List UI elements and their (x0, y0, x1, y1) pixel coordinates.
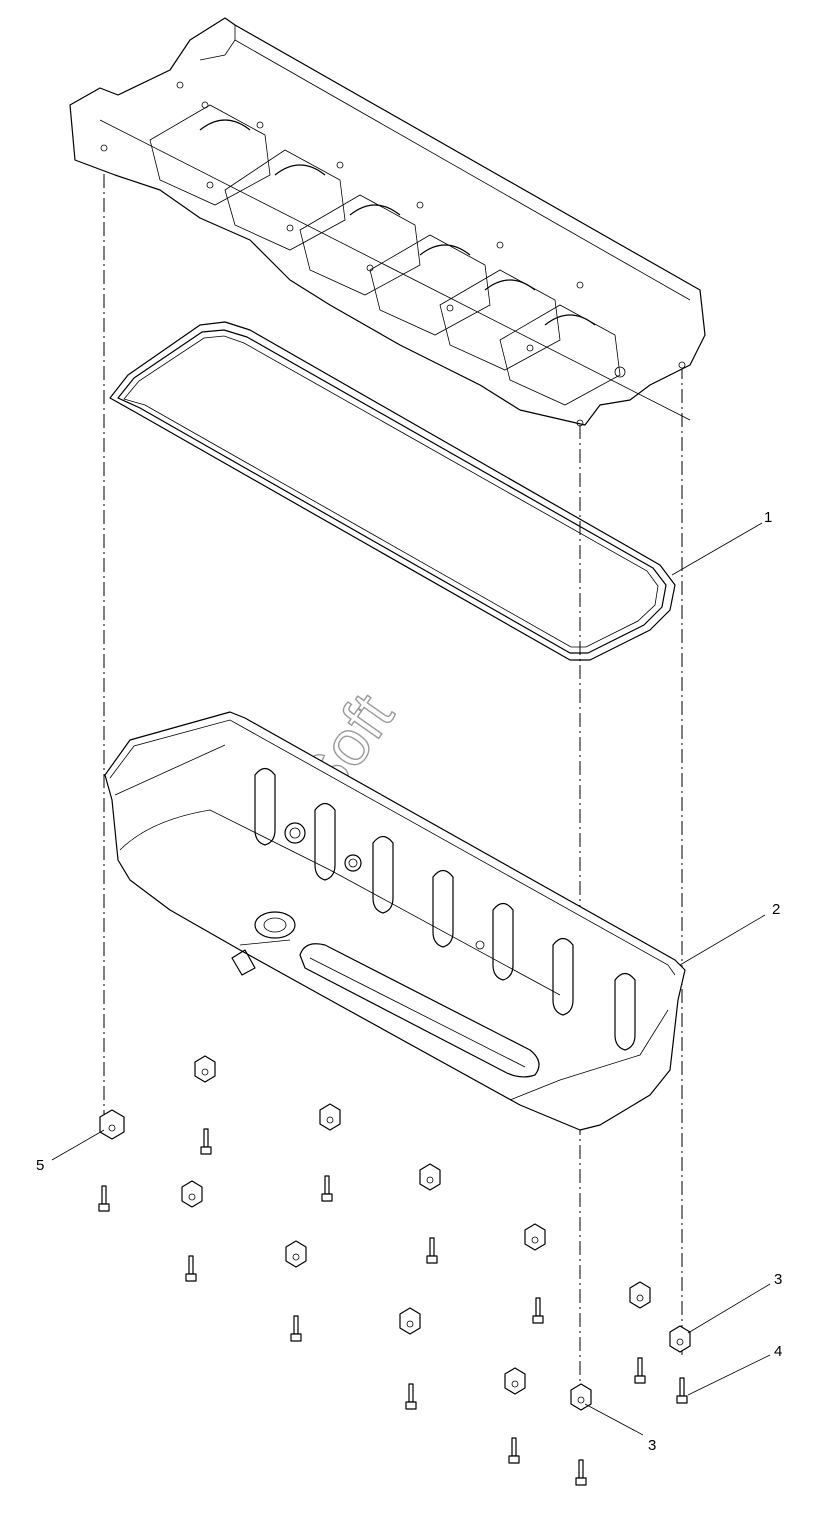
bolt (405, 1383, 417, 1410)
clamp-bracket (181, 1180, 203, 1208)
bolt (532, 1297, 544, 1324)
callout-labels: 1 2 3 3 4 5 (36, 509, 782, 1454)
callout-1: 1 (764, 509, 772, 526)
clamp-bracket (504, 1367, 526, 1395)
oil-pan-bosses (231, 822, 485, 976)
bolt (200, 1128, 212, 1155)
oil-pan-drain-channel (299, 943, 540, 1078)
clamp-bracket-part-3-center (570, 1383, 592, 1411)
clamp-bracket-part-3-right (669, 1325, 691, 1353)
callout-4: 4 (774, 1343, 782, 1360)
pan-bolts (98, 1128, 688, 1486)
oil-pan (104, 711, 686, 1131)
callout-3-right: 3 (774, 1271, 782, 1288)
callout-3-center: 3 (648, 1437, 656, 1454)
clamp-bracket (524, 1223, 546, 1251)
clamp-bracket-part-5 (99, 1109, 125, 1140)
bolt-part-4 (676, 1377, 688, 1404)
bolt (98, 1185, 110, 1212)
bolt (426, 1237, 438, 1264)
clamp-bracket (319, 1103, 341, 1131)
bolt (575, 1459, 587, 1486)
bearing-bays (149, 104, 621, 406)
oil-pan-gasket (109, 321, 676, 661)
clamp-bracket (285, 1240, 307, 1268)
clamp-bracket (419, 1163, 441, 1191)
clamp-brackets (99, 1055, 691, 1411)
clamp-bracket (629, 1281, 651, 1309)
clamp-bracket (194, 1055, 216, 1083)
bolt (185, 1255, 197, 1282)
bolt (290, 1315, 302, 1342)
clamp-bracket (399, 1307, 421, 1335)
engine-block-ladder-frame (69, 17, 706, 427)
oil-pan-ribs (254, 767, 636, 1051)
bolt (321, 1175, 333, 1202)
leader-lines (51, 522, 771, 1436)
bolt (508, 1437, 520, 1464)
frame-bolt-holes (100, 81, 686, 427)
callout-2: 2 (772, 901, 780, 918)
bolt (634, 1357, 646, 1384)
callout-5: 5 (36, 1157, 44, 1174)
